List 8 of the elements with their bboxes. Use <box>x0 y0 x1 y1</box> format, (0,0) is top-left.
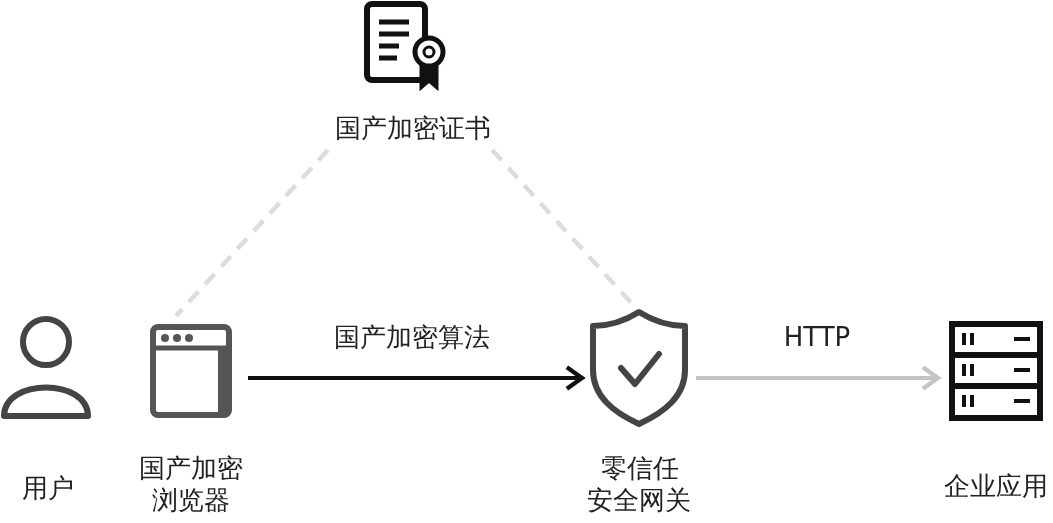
dashed-connector <box>174 148 330 318</box>
icon-caption: 用户 <box>21 472 75 504</box>
arrow <box>696 365 941 391</box>
arrow <box>248 365 585 391</box>
icon-caption: 国产加密证书 <box>334 112 492 144</box>
icon-caption: 国产加密浏览器 <box>138 452 244 516</box>
icon-caption: 企业应用 <box>943 470 1049 502</box>
icon-caption: 零信任安全网关 <box>587 452 691 516</box>
